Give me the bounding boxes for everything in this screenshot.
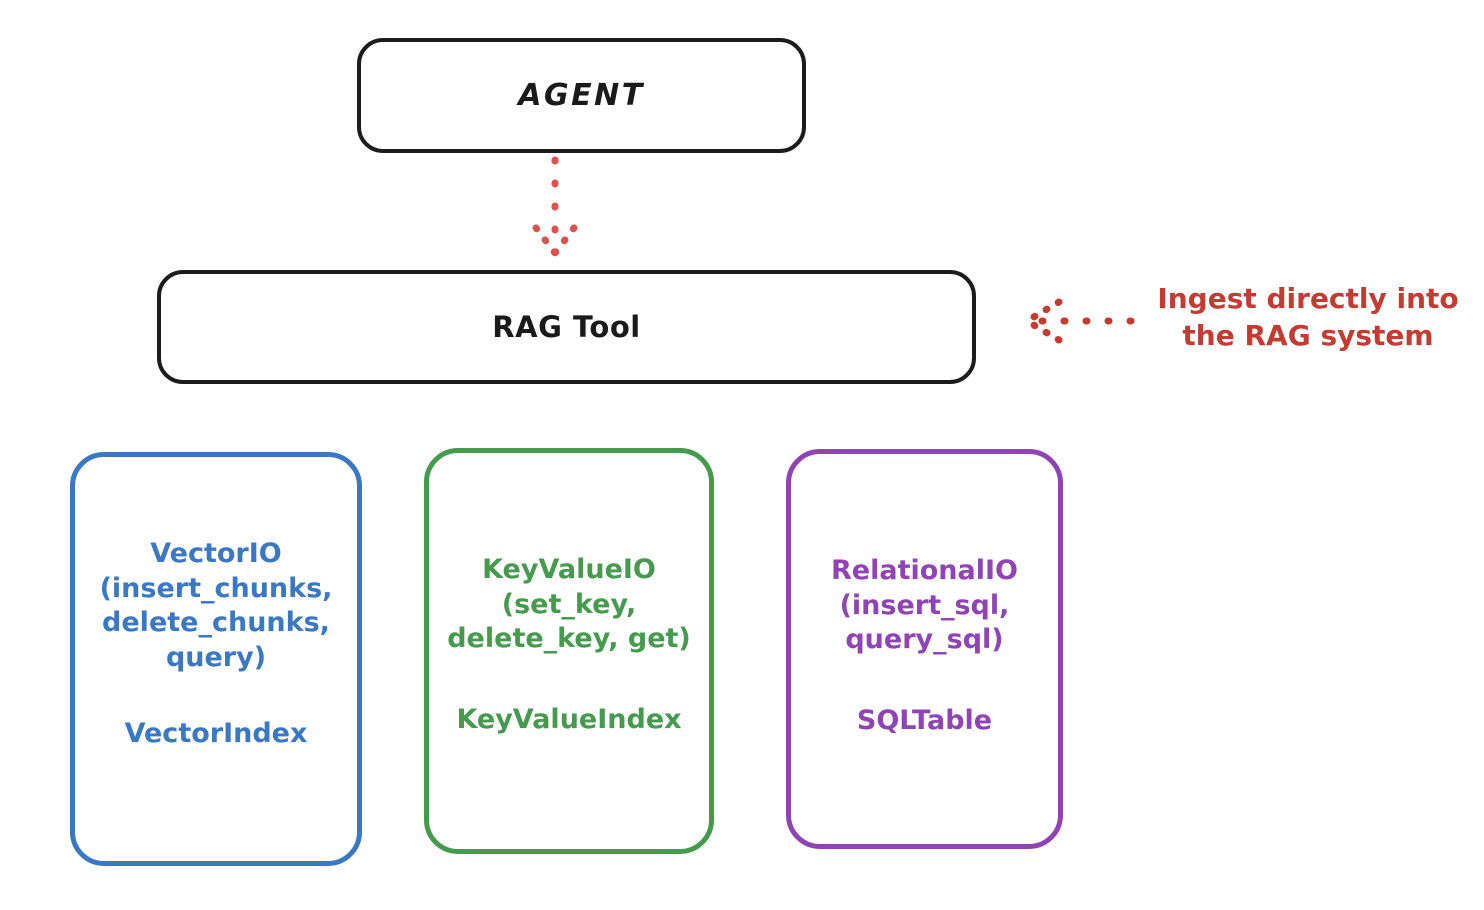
node-agent[interactable]: AGENT bbox=[357, 38, 806, 153]
node-rag-tool[interactable]: RAG Tool bbox=[157, 270, 976, 384]
card-vector-io[interactable]: VectorIO (insert_chunks, delete_chunks, … bbox=[70, 452, 362, 866]
node-rag-tool-label: RAG Tool bbox=[492, 310, 641, 344]
arrow-head-left bbox=[532, 224, 559, 257]
annotation-ingest: Ingest directly into the RAG system bbox=[1157, 282, 1459, 352]
arrow-agent-to-rag-tool bbox=[532, 156, 578, 257]
arrow-head-right bbox=[551, 224, 578, 257]
card-relational-io[interactable]: RelationalIO (insert_sql, query_sql) SQL… bbox=[786, 449, 1063, 849]
card-vector-io-api: VectorIO (insert_chunks, delete_chunks, … bbox=[99, 538, 333, 673]
card-key-value-io[interactable]: KeyValueIO (set_key, delete_key, get) Ke… bbox=[424, 448, 714, 854]
arrow-head-top bbox=[1023, 298, 1063, 325]
card-vector-io-index: VectorIndex bbox=[124, 718, 308, 750]
card-key-value-io-index: KeyValueIndex bbox=[456, 703, 682, 735]
arrow-head-bottom bbox=[1023, 317, 1063, 344]
card-relational-io-api: RelationalIO (insert_sql, query_sql) bbox=[831, 555, 1018, 656]
node-agent-label: AGENT bbox=[518, 78, 645, 113]
card-key-value-io-api: KeyValueIO (set_key, delete_key, get) bbox=[447, 554, 691, 655]
card-relational-io-index: SQLTable bbox=[856, 704, 993, 736]
arrow-ingest-to-rag-tool bbox=[1023, 298, 1135, 344]
